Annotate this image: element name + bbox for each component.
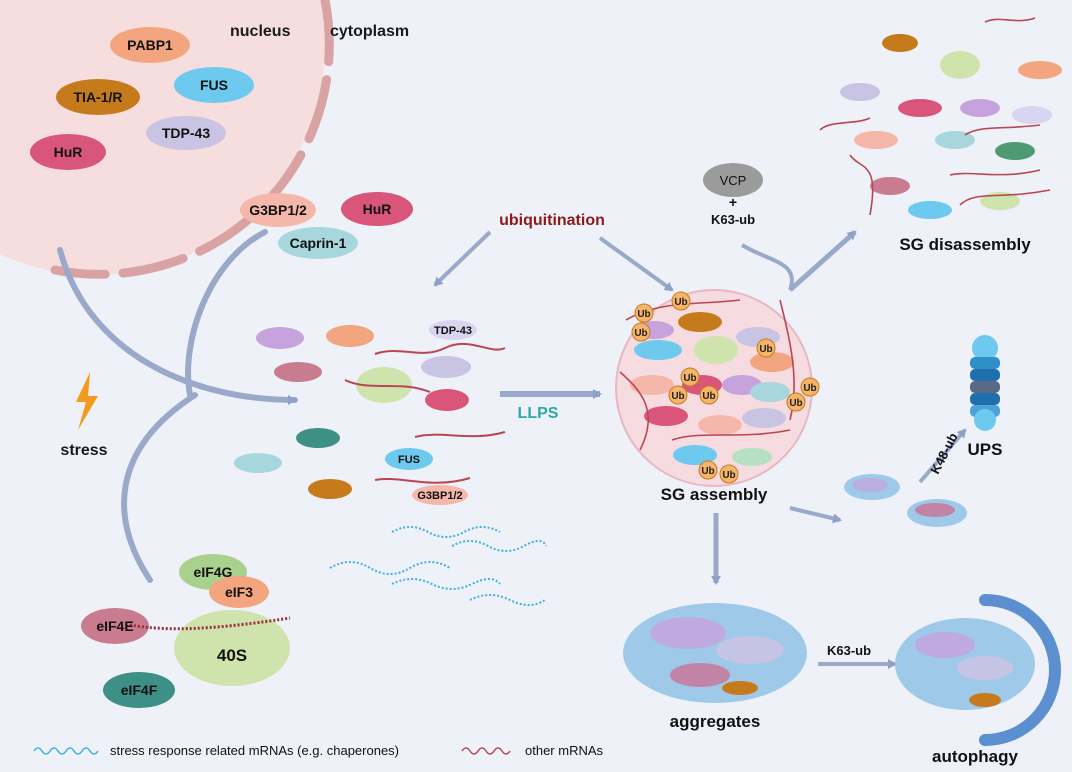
- vcp-complex: VCP + K63-ub: [703, 163, 763, 227]
- protein-hur-cyto: HuR: [341, 192, 413, 226]
- droplet-g3bp-label: G3BP1/2: [417, 490, 462, 502]
- ups-label: UPS: [968, 440, 1003, 459]
- pabp1-label: PABP1: [127, 37, 173, 53]
- autophagy-label: autophagy: [932, 747, 1018, 766]
- vcp-k63-label: K63-ub: [711, 212, 755, 227]
- protein-g3bp: G3BP1/2: [240, 193, 316, 227]
- aggregates-label: aggregates: [670, 712, 761, 731]
- legend-other-text: other mRNAs: [525, 743, 604, 758]
- droplet-g3bp: G3BP1/2: [412, 485, 468, 505]
- protein-caprin1: Caprin-1: [278, 227, 358, 259]
- ubiquitination-label: ubiquitination: [499, 212, 605, 229]
- cytoplasmic-proteins: [234, 325, 471, 499]
- proteasome-icon: [970, 335, 1000, 431]
- eif3-label: eIF3: [225, 584, 253, 600]
- ub-badge: Ub: [637, 309, 650, 320]
- 40s-label: 40S: [217, 646, 247, 665]
- tdp43-label: TDP-43: [162, 125, 210, 141]
- ub-badge: Ub: [789, 398, 802, 409]
- legend: stress response related mRNAs (e.g. chap…: [33, 743, 604, 758]
- ub-badge: Ub: [674, 297, 687, 308]
- ub-badge: Ub: [702, 391, 715, 402]
- nucleus-label: nucleus: [230, 23, 291, 40]
- small-aggregates: [844, 474, 967, 527]
- stress-mrnas: [329, 526, 547, 606]
- legend-stress-swatch: [33, 747, 99, 755]
- converging-arrows: [57, 229, 298, 583]
- ubiquitination-arrow-right: [598, 236, 674, 292]
- tia1r-label: TIA-1/R: [74, 89, 123, 105]
- ub-badge: Ub: [634, 328, 647, 339]
- protein-hur-nucleus: HuR: [30, 134, 106, 170]
- k63-autophagy-label: K63-ub: [827, 643, 871, 658]
- hur-cyto-label: HuR: [363, 201, 392, 217]
- droplet-tdp43-label: TDP-43: [434, 325, 472, 337]
- llps-label: LLPS: [518, 405, 559, 422]
- eif4g-label: eIF4G: [194, 564, 233, 580]
- legend-stress-text: stress response related mRNAs (e.g. chap…: [110, 743, 399, 758]
- ub-badge: Ub: [701, 466, 714, 477]
- cytoplasm-label: cytoplasm: [330, 23, 409, 40]
- sg-assembly-label: SG assembly: [661, 485, 768, 504]
- hur-nucleus-label: HuR: [54, 144, 83, 160]
- droplet-mrnas: [344, 342, 506, 484]
- aggregate-cluster: [623, 603, 807, 703]
- ub-badge: Ub: [759, 344, 772, 355]
- lightning-icon: [76, 372, 98, 430]
- ub-badges: Ub Ub Ub Ub Ub Ub Ub Ub Ub Ub Ub: [631, 291, 820, 484]
- vcp-plus: +: [729, 194, 737, 210]
- disassembly-scatter: [819, 17, 1062, 219]
- g3bp-label: G3BP1/2: [249, 202, 307, 218]
- protein-tdp43: TDP-43: [146, 116, 226, 150]
- vcp-arrow: [740, 243, 794, 291]
- ub-badge: Ub: [683, 373, 696, 384]
- eif4f-label: eIF4F: [121, 682, 158, 698]
- ubiquitination-arrow-left: [433, 230, 492, 287]
- translation-complex: eIF4G eIF3 eIF4E 40S eIF4F: [81, 554, 291, 708]
- protein-fus: FUS: [174, 67, 254, 103]
- fus-label: FUS: [200, 77, 228, 93]
- vcp-label: VCP: [720, 173, 747, 188]
- droplet-fus: FUS: [385, 448, 433, 470]
- legend-other-swatch: [461, 747, 511, 755]
- disassembly-arrow: [788, 230, 857, 292]
- ub-badge: Ub: [803, 383, 816, 394]
- protein-tia1r: TIA-1/R: [56, 79, 140, 115]
- droplet-tdp43: TDP-43: [429, 320, 477, 340]
- sg-disassembly-label: SG disassembly: [899, 235, 1031, 254]
- eif4e-label: eIF4E: [96, 618, 133, 634]
- ub-badge: Ub: [671, 391, 684, 402]
- autophagy-cluster: [895, 594, 1061, 746]
- protein-pabp1: PABP1: [110, 27, 190, 63]
- caprin1-label: Caprin-1: [290, 235, 347, 251]
- ub-badge: Ub: [722, 470, 735, 481]
- k48-label: K48-ub: [927, 430, 960, 476]
- stress-label: stress: [60, 442, 107, 459]
- to-ups-arrow: [789, 506, 842, 524]
- sg-assembly-granule: Ub Ub Ub Ub Ub Ub Ub Ub Ub Ub Ub: [615, 289, 820, 487]
- droplet-fus-label: FUS: [398, 454, 420, 466]
- k48-arrow: [918, 428, 967, 484]
